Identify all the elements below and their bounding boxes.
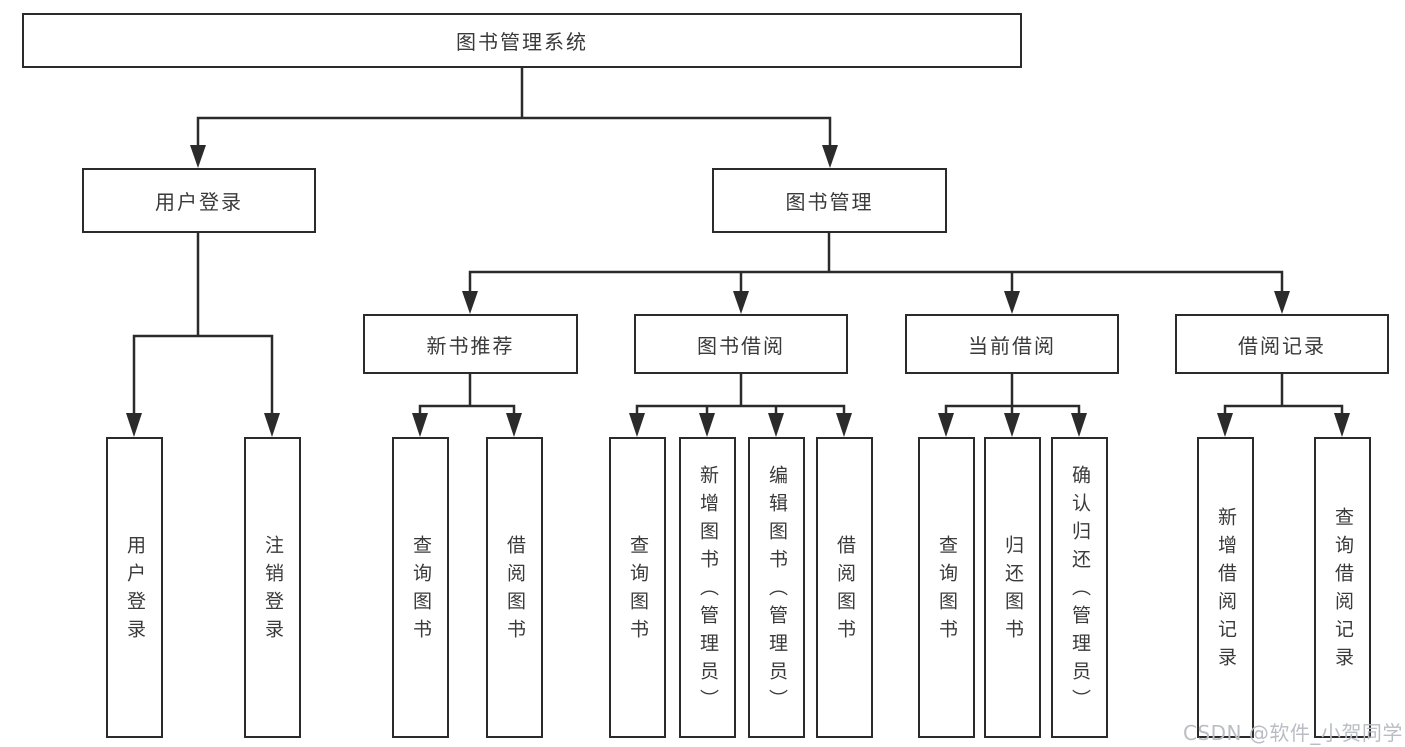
connector-lines — [132, 66, 1344, 421]
leaf-query-borrow-record: 查询借阅记录 — [1314, 437, 1371, 738]
arrow-down-icon — [1217, 413, 1233, 437]
arrow-down-icon — [126, 413, 142, 437]
node-library-system: 图书管理系统 — [22, 13, 1022, 68]
arrow-down-icon — [938, 413, 954, 437]
arrow-down-icon — [1334, 413, 1350, 437]
node-current-borrow: 当前借阅 — [905, 314, 1119, 374]
csdn-watermark: CSDN @软件_小贺同学 — [1183, 721, 1403, 745]
leaf-add-books-admin: 新增图书（管理员） — [679, 437, 736, 738]
leaf-query-books-current: 查询图书 — [918, 437, 975, 738]
arrow-down-icon — [1274, 291, 1290, 314]
leaf-edit-books-admin: 编辑图书（管理员） — [748, 437, 805, 738]
leaf-borrow-books-recommend: 借阅图书 — [486, 437, 543, 738]
arrow-down-icon — [836, 413, 852, 437]
leaf-query-books-borrow: 查询图书 — [609, 437, 666, 738]
arrow-down-icon — [462, 291, 478, 314]
arrowheads — [126, 145, 1350, 437]
leaf-confirm-return-admin: 确认归还（管理员） — [1051, 437, 1108, 738]
leaf-return-books: 归还图书 — [984, 437, 1041, 738]
arrow-down-icon — [506, 413, 522, 437]
arrow-down-icon — [1004, 291, 1020, 314]
leaf-add-borrow-record: 新增借阅记录 — [1197, 437, 1254, 738]
leaf-query-books-recommend: 查询图书 — [392, 437, 449, 738]
node-book-management: 图书管理 — [712, 168, 947, 233]
arrow-down-icon — [768, 413, 784, 437]
leaf-user-login: 用户登录 — [106, 437, 163, 738]
arrow-down-icon — [733, 291, 749, 314]
arrow-down-icon — [699, 413, 715, 437]
leaf-borrow-books: 借阅图书 — [816, 437, 873, 738]
arrow-down-icon — [190, 145, 206, 168]
node-new-book-recommend: 新书推荐 — [363, 314, 578, 374]
leaf-logout: 注销登录 — [244, 437, 301, 738]
arrow-down-icon — [1071, 413, 1087, 437]
arrow-down-icon — [822, 145, 838, 168]
arrow-down-icon — [1004, 413, 1020, 437]
arrow-down-icon — [629, 413, 645, 437]
node-borrow-records: 借阅记录 — [1175, 314, 1389, 374]
arrow-down-icon — [412, 413, 428, 437]
node-book-borrow: 图书借阅 — [634, 314, 848, 374]
node-user-login: 用户登录 — [82, 168, 316, 233]
arrow-down-icon — [264, 413, 280, 437]
